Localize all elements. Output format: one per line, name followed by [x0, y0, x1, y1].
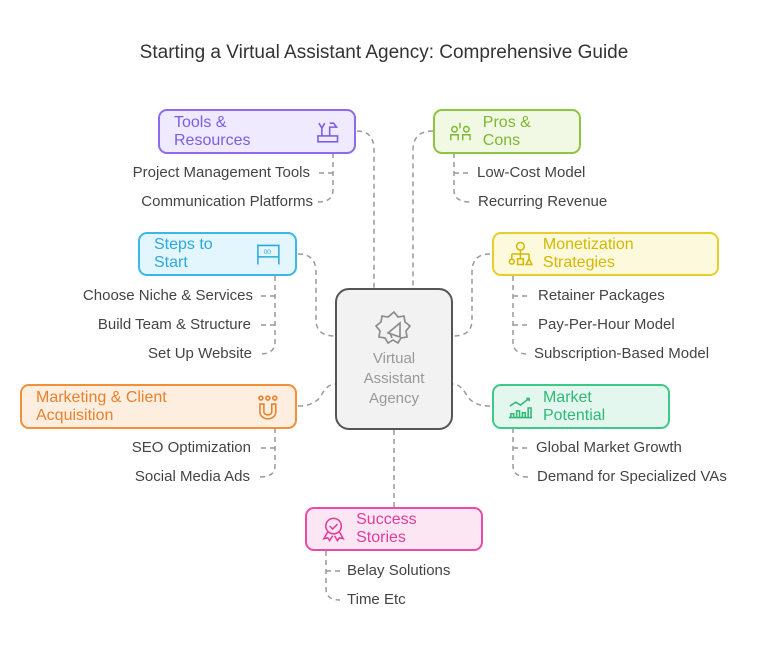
central-topic[interactable]: Virtual Assistant Agency	[335, 288, 453, 430]
branch-success-stories[interactable]: Success Stories	[305, 507, 483, 551]
list-item: Pay-Per-Hour Model	[538, 316, 675, 333]
branch-label: Market Potential	[542, 388, 606, 424]
tools-icon	[316, 121, 338, 143]
branch-monetization-strategies[interactable]: Monetization Strategies	[492, 232, 719, 276]
magnet-icon	[258, 394, 278, 420]
branch-label: Steps to Start	[154, 236, 213, 271]
branch-marketing-client-acquisition[interactable]: Marketing & Client Acquisition	[20, 384, 297, 429]
gear-megaphone-icon	[374, 310, 412, 345]
diagram-title: Starting a Virtual Assistant Agency: Com…	[139, 42, 629, 63]
list-item: Low-Cost Model	[477, 164, 586, 181]
branch-label: Pros & Cons	[482, 113, 531, 149]
list-item: Project Management Tools	[132, 164, 310, 181]
list-item: Retainer Packages	[538, 287, 665, 304]
branch-steps-to-start[interactable]: Steps to Start 00	[138, 232, 297, 276]
list-item: Recurring Revenue	[478, 193, 608, 210]
center-line-3: Agency	[368, 390, 420, 407]
list-item: Subscription-Based Model	[534, 345, 710, 362]
branch-label: Tools & Resources	[174, 113, 251, 149]
list-item: Social Media Ads	[134, 468, 250, 485]
branch-tools-resources[interactable]: Tools & Resources	[158, 109, 356, 154]
growth-chart-icon	[508, 397, 533, 418]
list-item: Set Up Website	[148, 345, 252, 362]
svg-text:00: 00	[264, 249, 272, 256]
list-item: Belay Solutions	[347, 562, 451, 579]
people-money-icon	[450, 122, 471, 140]
center-line-1: Virtual	[372, 350, 416, 367]
branch-label: Monetization Strategies	[542, 236, 634, 271]
list-item: Demand for Specialized VAs	[537, 468, 727, 485]
list-item: Choose Niche & Services	[82, 287, 253, 304]
start-banner-icon: 00	[257, 244, 280, 265]
list-item: Communication Platforms	[141, 193, 313, 210]
branch-label: Marketing & Client Acquisition	[36, 388, 167, 424]
branch-market-potential[interactable]: Market Potential	[492, 384, 670, 429]
org-money-icon	[508, 241, 533, 266]
list-item: Build Team & Structure	[97, 316, 251, 333]
branch-label: Success Stories	[356, 511, 417, 546]
list-item: Global Market Growth	[536, 439, 682, 456]
list-item: SEO Optimization	[131, 439, 251, 456]
list-item: Time Etc	[347, 591, 406, 608]
branch-pros-cons[interactable]: Pros & Cons	[433, 109, 581, 154]
center-line-2: Assistant	[363, 370, 425, 387]
award-icon	[322, 517, 345, 542]
